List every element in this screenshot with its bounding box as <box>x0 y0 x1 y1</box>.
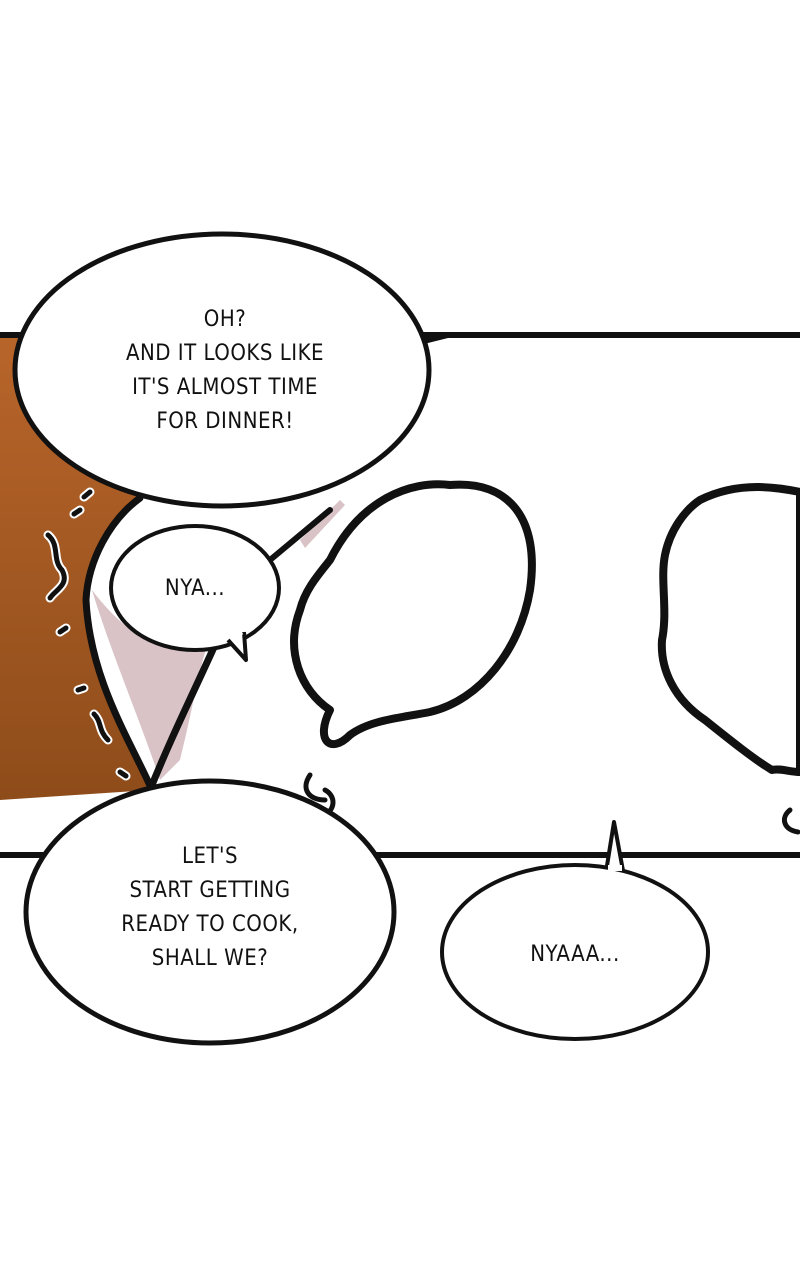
dinner-line-1: OH? <box>203 307 247 332</box>
nyaaa-bubble-text: NYAAA... <box>490 938 660 972</box>
nya-bubble-text: NYA... <box>140 572 250 606</box>
cook-line-4: SHALL WE? <box>151 946 269 971</box>
cook-line-3: READY TO COOK, <box>121 912 299 937</box>
dinner-line-3: IT'S ALMOST TIME <box>132 375 318 400</box>
cook-line-2: START GETTING <box>129 878 291 903</box>
nyaaa-bubble <box>440 863 710 1041</box>
dinner-bubble-tail <box>420 335 460 345</box>
nya-line-1: NYA... <box>164 576 226 601</box>
nyaaa-bubble-tail <box>604 820 626 877</box>
dinner-line-2: AND IT LOOKS LIKE <box>125 341 325 366</box>
nyaaa-line-1: NYAAA... <box>530 942 620 967</box>
dinner-line-4: FOR DINNER! <box>156 409 294 434</box>
cook-line-1: LET'S <box>181 844 239 869</box>
blank-thought-blob-1 <box>290 480 536 749</box>
dinner-bubble-text: OH? AND IT LOOKS LIKE IT'S ALMOST TIME F… <box>60 303 390 439</box>
pink-stroke <box>300 500 345 548</box>
dinner-bubble <box>12 231 432 509</box>
decorative-squiggles-ink <box>45 489 129 779</box>
cook-bubble <box>23 778 397 1046</box>
character-line <box>267 507 333 563</box>
character-edge-outline <box>82 494 156 794</box>
pink-shadow <box>92 590 210 780</box>
nya-bubble <box>109 524 281 652</box>
small-curl-2 <box>781 807 800 835</box>
blank-thought-blob-2 <box>657 483 800 776</box>
cook-bubble-text: LET'S START GETTING READY TO COOK, SHALL… <box>60 840 360 976</box>
character-edge-outline-2 <box>146 641 219 794</box>
